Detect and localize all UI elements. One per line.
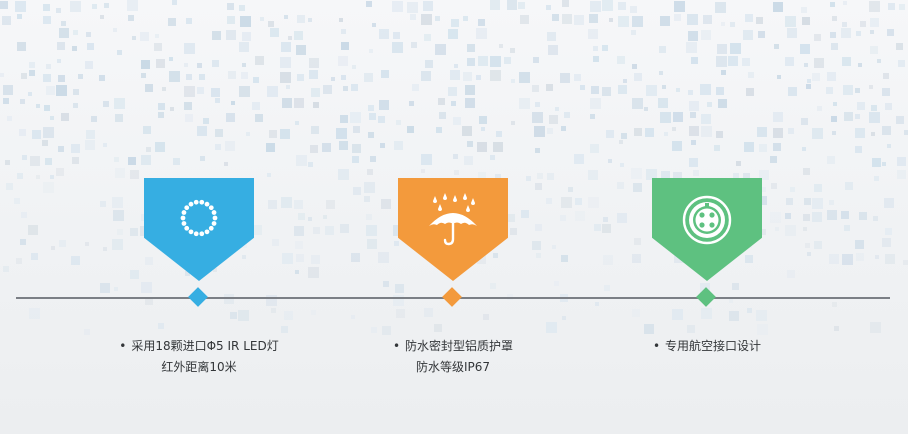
bullet: •: [652, 339, 661, 353]
feature-waterproof-text: • 防水密封型铝质护罩 防水等级IP67: [323, 336, 583, 378]
feature-ir-led: [144, 178, 254, 378]
feature-ir-led-detail: 红外距离10米: [161, 360, 237, 374]
timeline-marker-green: [696, 287, 716, 307]
feature-connector: [652, 178, 762, 378]
feature-waterproof-detail: 防水等级IP67: [415, 360, 491, 374]
feature-connector-line1: • 专用航空接口设计: [577, 336, 837, 357]
feature-ir-led-label: 采用18颗进口Φ5 IR LED灯: [131, 339, 279, 353]
rain-umbrella-icon: [429, 193, 477, 246]
bullet: •: [392, 339, 401, 353]
feature-ir-led-line1: • 采用18颗进口Φ5 IR LED灯: [69, 336, 329, 357]
feature-ir-led-text: • 采用18颗进口Φ5 IR LED灯 红外距离10米: [69, 336, 329, 378]
feature-connector-text: • 专用航空接口设计: [577, 336, 837, 357]
feature-badge-blue: [144, 178, 254, 281]
bullet: •: [119, 339, 127, 353]
feature-waterproof: [398, 178, 508, 378]
feature-connector-label: 专用航空接口设计: [665, 339, 762, 353]
timeline-marker-blue: [188, 287, 208, 307]
feature-waterproof-line1: • 防水密封型铝质护罩: [323, 336, 583, 357]
led-ring-icon: [180, 199, 218, 237]
feature-badge-orange: [398, 178, 508, 281]
feature-badge-green: [652, 178, 762, 281]
aviation-connector-icon: [682, 195, 732, 245]
feature-waterproof-label: 防水密封型铝质护罩: [405, 339, 514, 353]
timeline-marker-orange: [442, 287, 462, 307]
